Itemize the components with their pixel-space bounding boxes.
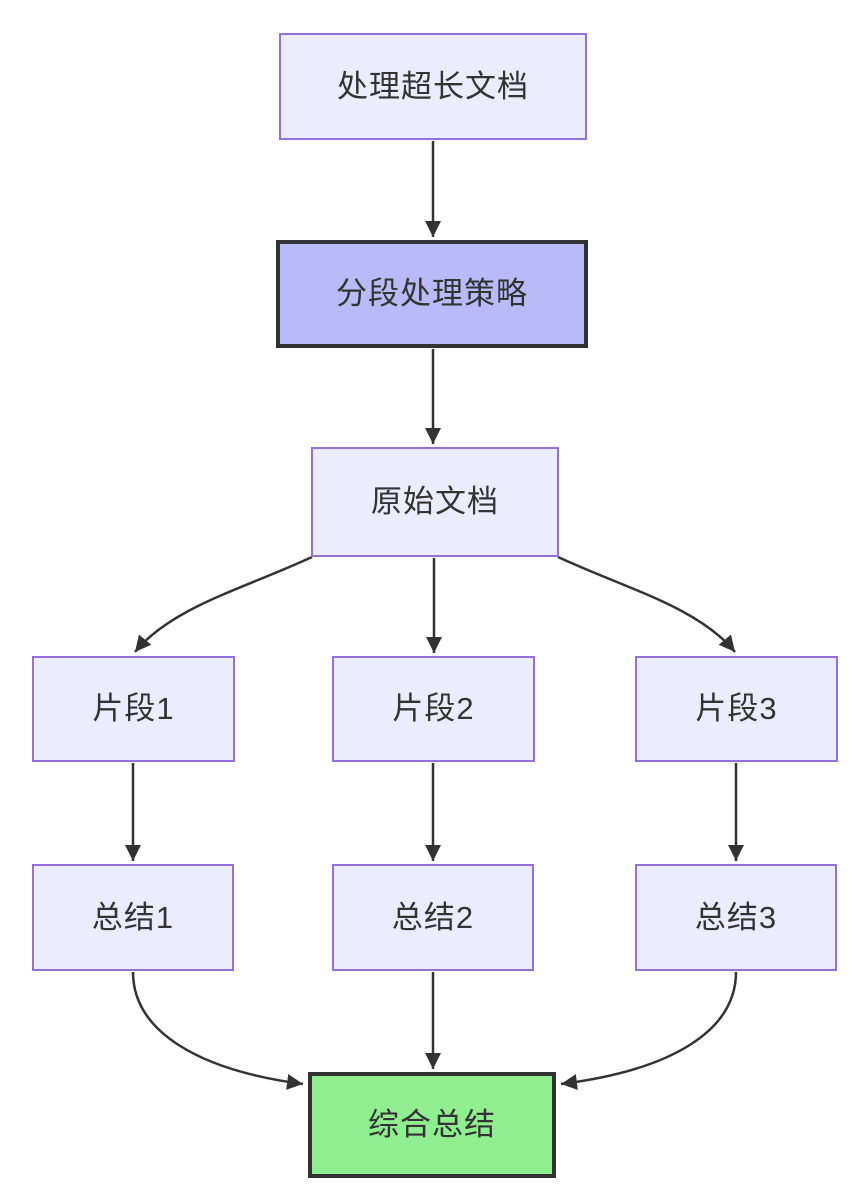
node-fragment-1-label: 片段1	[92, 691, 175, 727]
node-summary-2: 总结2	[332, 864, 534, 971]
edge-summary3-final	[560, 971, 738, 1090]
edge-summary1-final	[131, 971, 304, 1090]
node-task: 处理超长文档	[279, 33, 587, 140]
node-fragment-3: 片段3	[635, 656, 838, 762]
node-summary-3: 总结3	[635, 864, 837, 971]
node-fragment-1: 片段1	[32, 656, 235, 762]
node-summary-1: 总结1	[32, 864, 234, 971]
node-summary-2-label: 总结2	[391, 899, 475, 935]
node-strategy-label: 分段处理策略	[336, 276, 528, 312]
node-fragment-2: 片段2	[332, 656, 535, 762]
node-strategy: 分段处理策略	[276, 240, 588, 348]
node-original-doc: 原始文档	[311, 447, 559, 557]
edge-original-fragment3	[557, 555, 736, 653]
node-summary-1-label: 总结1	[91, 899, 175, 935]
node-task-label: 处理超长文档	[337, 68, 529, 104]
node-fragment-2-label: 片段2	[392, 691, 475, 727]
edge-original-fragment1	[134, 555, 313, 653]
node-summary-3-label: 总结3	[694, 899, 778, 935]
node-fragment-3-label: 片段3	[695, 691, 778, 727]
node-original-doc-label: 原始文档	[371, 484, 499, 520]
node-final-summary: 综合总结	[308, 1072, 556, 1178]
node-final-summary-label: 综合总结	[368, 1107, 496, 1143]
